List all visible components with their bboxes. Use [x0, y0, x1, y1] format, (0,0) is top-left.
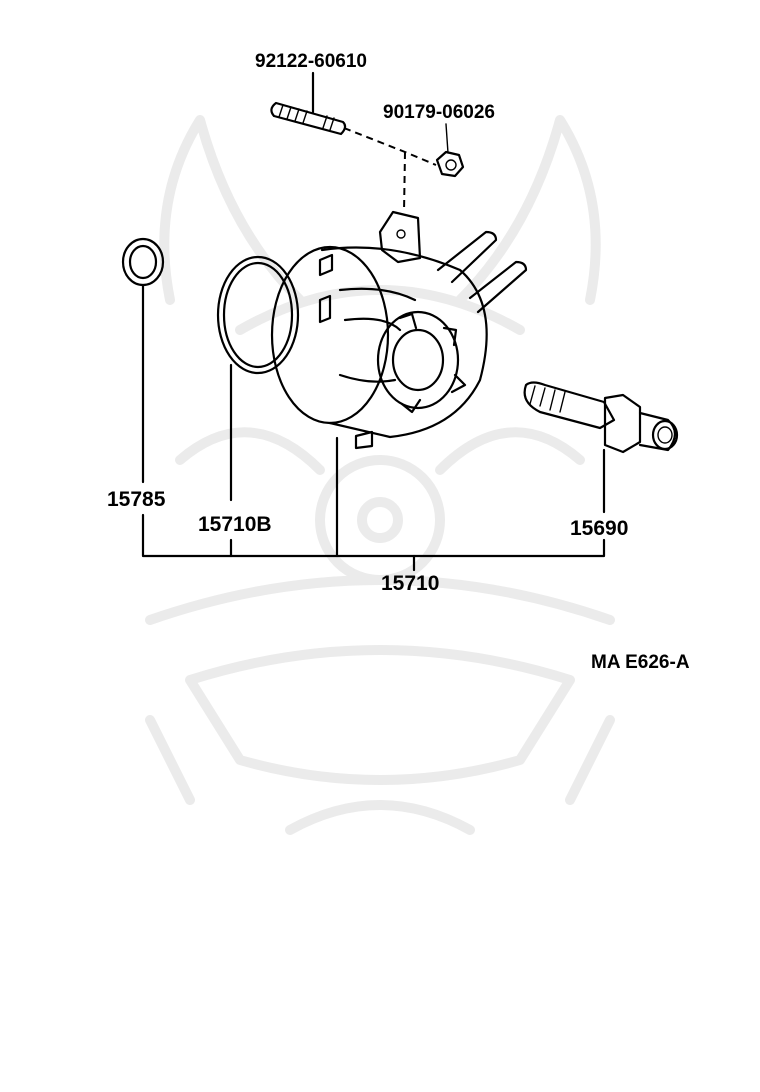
label-union: 15690 — [570, 517, 628, 540]
stud-bolt-illustration — [270, 101, 347, 136]
label-ring-gasket: 15785 — [107, 488, 166, 511]
oil-cooler-illustration — [270, 210, 528, 450]
union-illustration — [523, 381, 679, 454]
label-o-ring: 15710B — [198, 513, 272, 536]
label-nut: 90179-06026 — [383, 102, 495, 123]
label-stud-bolt: 92122-60610 — [255, 51, 367, 72]
assembly-dashed-line — [343, 127, 437, 213]
o-ring-illustration — [216, 255, 300, 375]
leader-nut — [445, 123, 449, 154]
watermark-emblem — [145, 115, 615, 835]
label-oil-cooler-assy: 15710 — [381, 572, 439, 595]
ring-gasket-illustration — [121, 237, 165, 287]
assembly-bracket — [141, 513, 606, 558]
nut-illustration — [435, 150, 465, 178]
reference-code: MA E626-A — [591, 652, 690, 673]
